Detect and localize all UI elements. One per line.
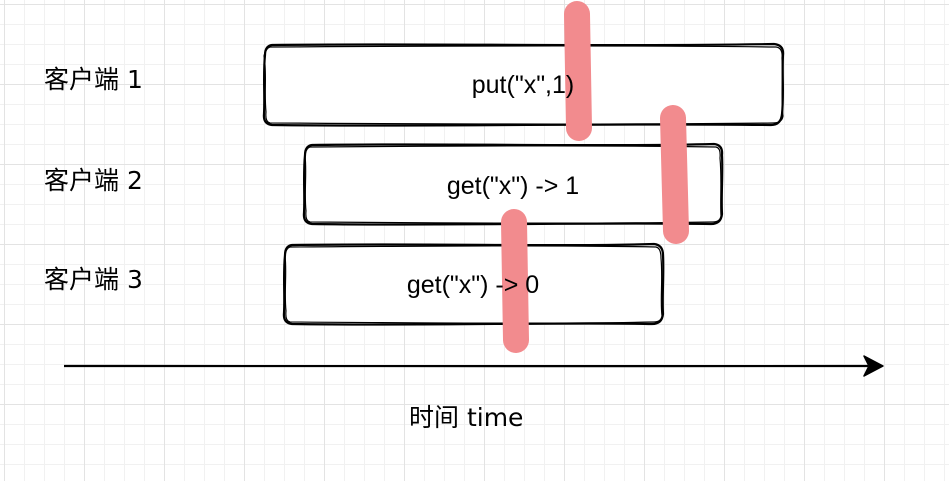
time-axis-arrow — [63, 355, 884, 377]
linearization-marker-client-1 — [564, 1, 592, 141]
client-label-3: 客户端 3 — [44, 265, 143, 294]
operation-text-client-3: get("x") -> 0 — [406, 271, 540, 299]
operation-text-client-1: put("x",1) — [471, 71, 575, 99]
client-label-1: 客户端 1 — [44, 65, 143, 94]
time-axis-label: 时间 time — [409, 403, 524, 432]
operation-text-client-2: get("x") -> 1 — [446, 172, 580, 200]
operation-box-client-2 — [302, 142, 724, 226]
operation-box-client-3 — [282, 242, 665, 326]
linearization-marker-client-3 — [501, 209, 529, 353]
client-label-2: 客户端 2 — [44, 166, 143, 195]
linearization-marker-client-2 — [660, 105, 689, 244]
operation-box-client-1 — [262, 42, 785, 127]
